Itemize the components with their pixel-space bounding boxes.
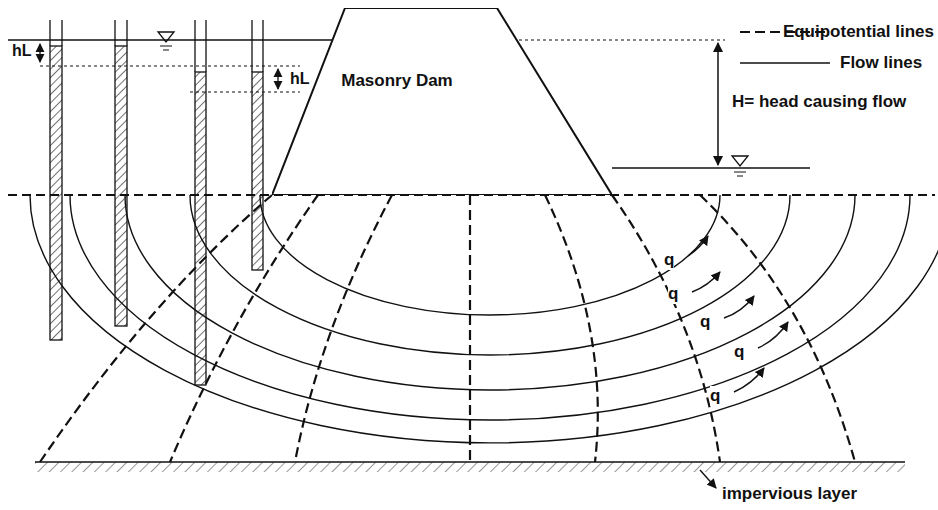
legend-text: Equipotential lines (783, 22, 934, 42)
flow-label: q (664, 250, 674, 270)
head-label: H= head causing flow (732, 92, 906, 112)
flow-label: q (700, 312, 710, 332)
legend-sample (740, 62, 830, 64)
head-loss-label: hL (290, 70, 310, 88)
flow-label: q (668, 284, 678, 304)
head-loss-label: hL (12, 42, 32, 60)
dam-outline (272, 8, 612, 195)
legend-text: Flow lines (840, 53, 922, 73)
layer-label: impervious layer (722, 484, 857, 504)
flow-label: q (734, 342, 744, 362)
dam-body: Masonry Dam (272, 8, 612, 195)
flow-label: q (710, 386, 720, 406)
dam-label: Masonry Dam (332, 70, 462, 91)
